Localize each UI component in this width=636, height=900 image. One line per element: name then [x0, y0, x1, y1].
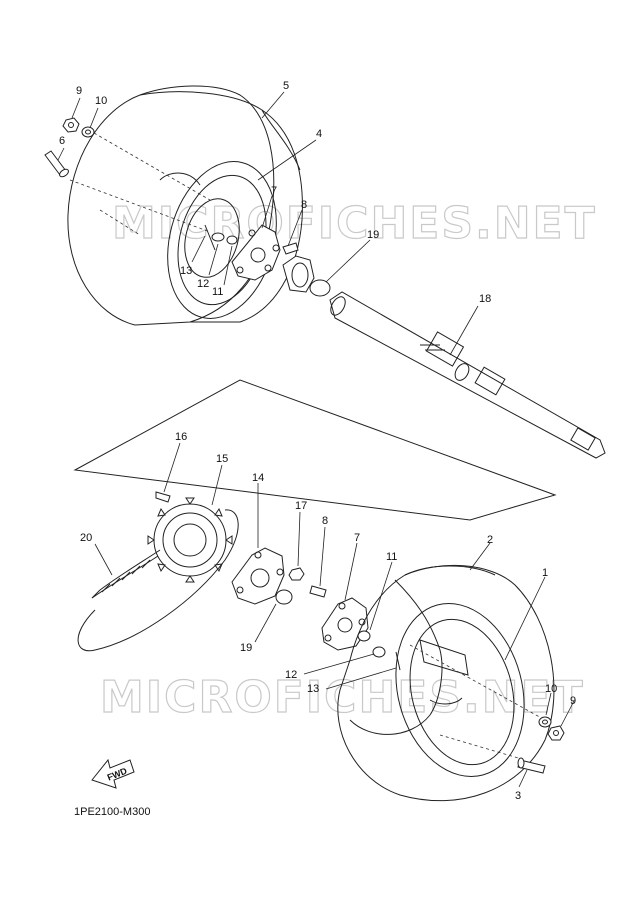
callout-13-bottom: 13	[307, 683, 319, 695]
callout-10-bottom: 10	[545, 683, 557, 695]
bearing-housing-top	[282, 255, 315, 293]
bolt-8-top	[282, 242, 299, 255]
callout-19-bottom: 19	[240, 642, 252, 654]
sprocket-hub-14	[231, 547, 285, 605]
callout-8-top: 8	[301, 199, 307, 211]
nut-12-bottom	[372, 646, 386, 658]
callout-11-bottom: 11	[386, 551, 397, 563]
callout-8-bottom: 8	[322, 515, 328, 527]
stud-13-bottom	[395, 651, 401, 671]
callout-10-top: 10	[95, 95, 107, 107]
leader-lines	[57, 91, 575, 788]
callout-12-top: 12	[197, 278, 209, 290]
callout-7-top: 7	[271, 185, 277, 197]
callout-16: 16	[175, 431, 187, 443]
bolt-8-bottom	[309, 585, 327, 598]
callout-13-top: 13	[180, 265, 192, 277]
callout-15: 15	[216, 453, 228, 465]
diagram-code: 1PE2100-M300	[74, 806, 150, 818]
callout-2: 2	[487, 534, 493, 546]
stud-13-top	[204, 224, 216, 251]
valve-stem-3	[517, 757, 546, 774]
callout-20: 20	[80, 532, 92, 544]
nut-9-top	[62, 117, 80, 133]
callout-18: 18	[479, 293, 491, 305]
nut-17	[288, 567, 305, 581]
nut-12-top	[211, 232, 225, 242]
o-ring-19-bottom	[275, 589, 293, 605]
callout-19-top: 19	[367, 229, 379, 241]
callout-14: 14	[252, 472, 264, 484]
callout-5: 5	[283, 80, 289, 92]
callout-4: 4	[316, 128, 322, 140]
callout-9-top: 9	[76, 85, 82, 97]
callout-17: 17	[295, 500, 307, 512]
tire-top	[67, 85, 303, 326]
group-boundary	[73, 379, 557, 521]
hub-7-top	[231, 224, 281, 281]
tire-bottom	[337, 564, 555, 802]
watermark-top: MICROFICHES.NET	[112, 198, 597, 249]
hub-7-bottom	[321, 597, 369, 651]
callout-3: 3	[515, 790, 521, 802]
sprocket-15	[147, 497, 233, 583]
watermark-bottom: MICROFICHES.NET	[100, 672, 585, 723]
washer-11-bottom	[357, 630, 371, 642]
valve-stem-top	[44, 150, 69, 178]
washer-10-bottom	[538, 716, 552, 728]
callout-7-bottom: 7	[354, 532, 360, 544]
fwd-arrow: FWD	[91, 758, 135, 789]
washer-11-top	[226, 235, 238, 245]
bolt-16	[155, 491, 171, 503]
o-ring-19-top	[309, 279, 331, 297]
nut-9-bottom	[547, 725, 565, 741]
callout-6: 6	[59, 135, 65, 147]
washer-10-top	[81, 126, 95, 138]
callout-12-bottom: 12	[285, 669, 297, 681]
axle-18	[329, 291, 606, 459]
callout-9-bottom: 9	[570, 695, 576, 707]
chain-20	[77, 509, 239, 652]
callout-1: 1	[542, 567, 548, 579]
callout-11-top: 11	[212, 286, 223, 298]
